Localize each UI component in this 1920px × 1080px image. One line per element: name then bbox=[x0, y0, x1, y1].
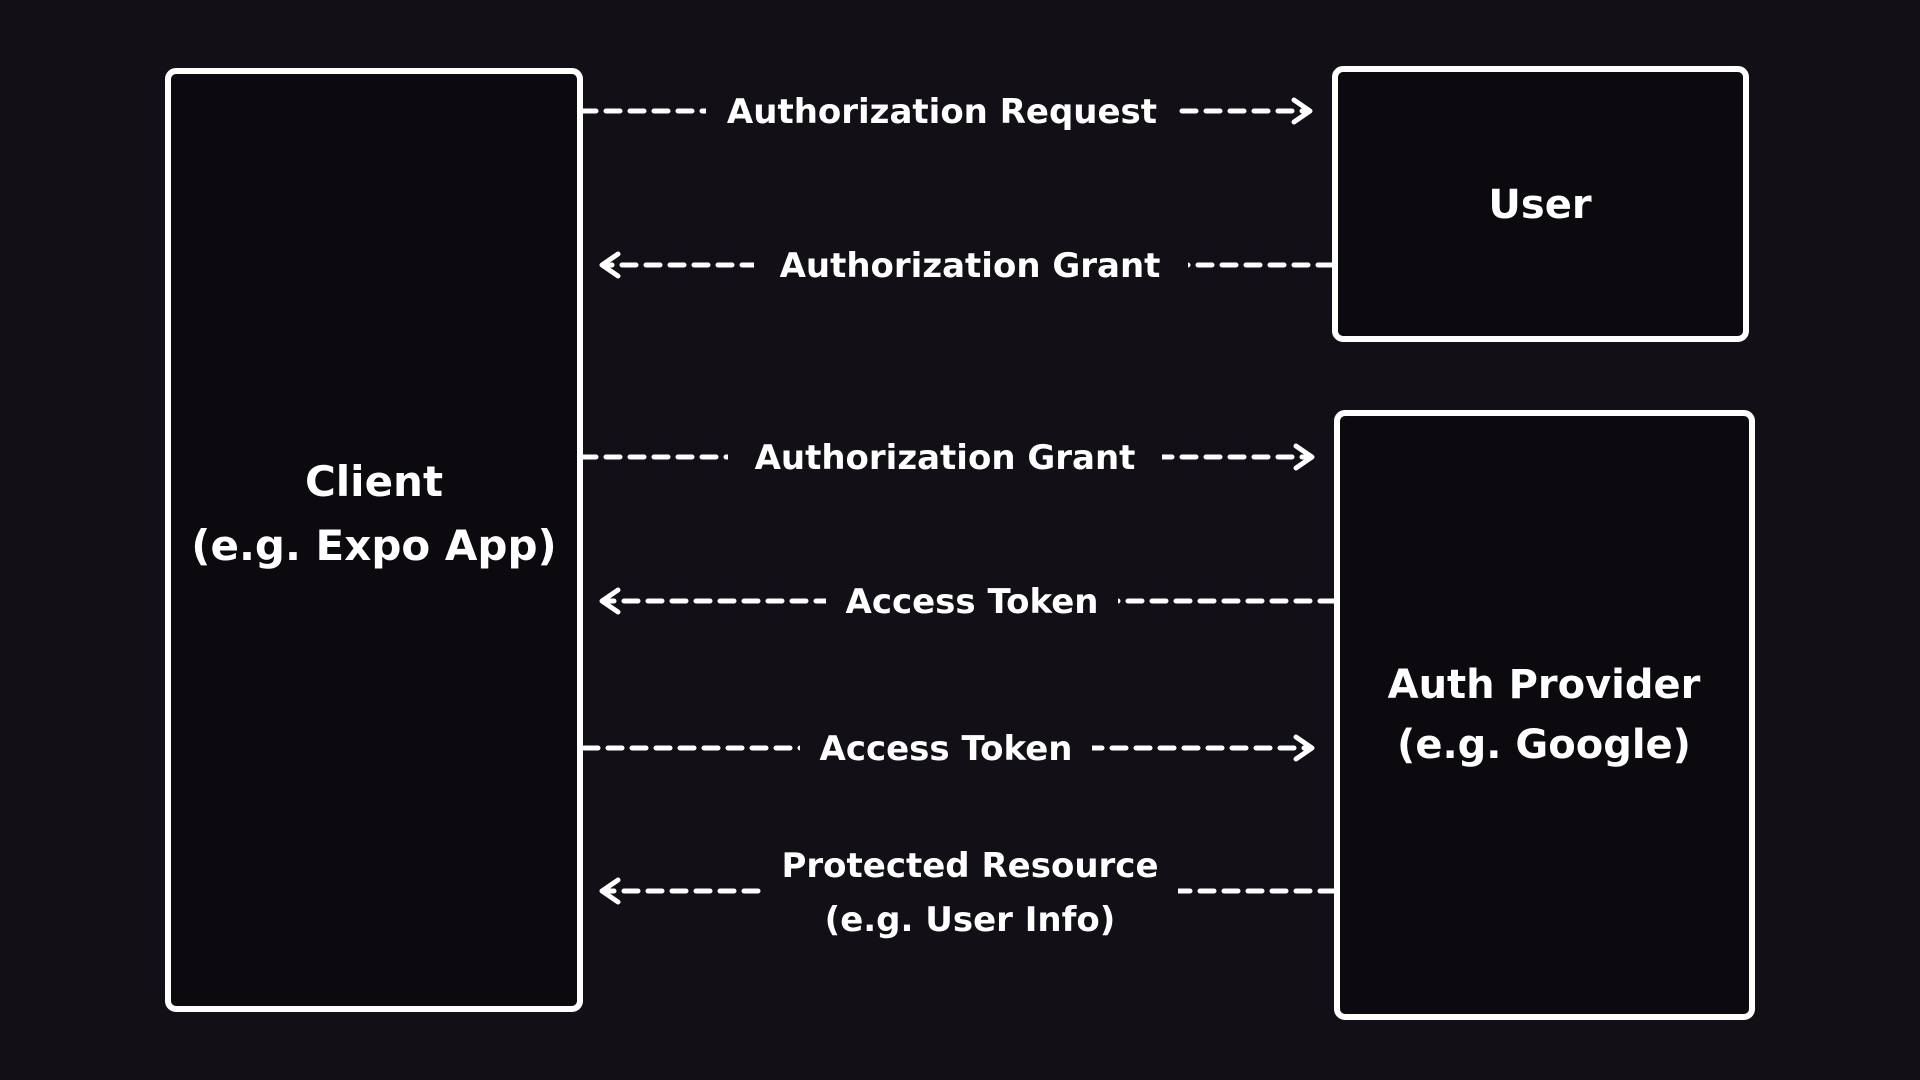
flow-authorization-grant-to-provider: Authorization Grant bbox=[579, 432, 1315, 482]
flow-label: Access Token bbox=[846, 582, 1099, 622]
auth-provider-subtitle: (e.g. Google) bbox=[1397, 722, 1691, 768]
arrow-left-icon bbox=[599, 251, 621, 279]
flow-access-token-to-client: Access Token bbox=[599, 576, 1337, 626]
client-title: Client bbox=[305, 457, 443, 506]
user-box bbox=[1332, 66, 1749, 342]
flow-label: Authorization Grant bbox=[780, 246, 1161, 286]
flow-sublabel: (e.g. User Info) bbox=[825, 900, 1116, 940]
flow-protected-resource: Protected Resource (e.g. User Info) bbox=[599, 838, 1337, 948]
arrow-left-icon bbox=[599, 877, 621, 905]
arrow-left-icon bbox=[599, 587, 621, 615]
auth-provider-title: Auth Provider bbox=[1388, 662, 1701, 708]
auth-provider-node: Auth Provider (e.g. Google) bbox=[1334, 410, 1755, 1020]
client-node: Client (e.g. Expo App) bbox=[165, 68, 583, 1012]
client-subtitle: (e.g. Expo App) bbox=[191, 521, 556, 570]
flow-authorization-grant-to-client: Authorization Grant bbox=[599, 240, 1335, 290]
flow-label: Protected Resource bbox=[781, 846, 1158, 886]
flow-authorization-request: Authorization Request bbox=[579, 86, 1313, 136]
arrow-right-icon bbox=[1293, 734, 1315, 762]
arrow-right-icon bbox=[1293, 443, 1315, 471]
user-title: User bbox=[1488, 182, 1591, 228]
flow-label: Authorization Grant bbox=[755, 438, 1136, 478]
flow-label: Authorization Request bbox=[727, 92, 1157, 132]
user-node: User bbox=[1332, 66, 1749, 342]
flow-access-token-to-provider: Access Token bbox=[581, 723, 1315, 773]
flow-label: Access Token bbox=[820, 729, 1073, 769]
arrow-right-icon bbox=[1291, 97, 1313, 125]
client-box bbox=[165, 68, 583, 1012]
auth-provider-box bbox=[1334, 410, 1755, 1020]
